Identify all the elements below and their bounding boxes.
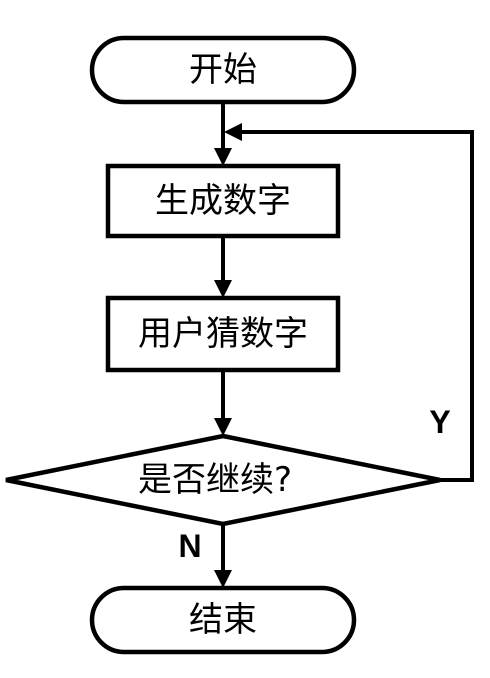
loop-back-line [240, 130, 474, 482]
arrowhead-end [214, 570, 232, 588]
guess-node: 用户猜数字 [105, 295, 341, 373]
generate-process-shape [105, 163, 341, 239]
start-node: 开始 [89, 35, 357, 105]
arrowhead-guess [214, 280, 232, 298]
arrowhead-loop-back [224, 123, 242, 141]
generate-node: 生成数字 [105, 163, 341, 239]
guess-label: 用户猜数字 [138, 314, 308, 354]
end-terminal-shape [89, 585, 357, 655]
arrowhead-generate [214, 148, 232, 166]
yes-label: Y [429, 404, 450, 440]
start-label: 开始 [189, 50, 257, 90]
decision-label: 是否继续? [138, 460, 292, 500]
end-label: 结束 [189, 600, 257, 640]
decision-node: 是否继续? [5, 433, 441, 527]
no-label: N [178, 528, 201, 564]
generate-label: 生成数字 [155, 181, 291, 221]
arrowhead-decision [214, 418, 232, 436]
end-node: 结束 [89, 585, 357, 655]
